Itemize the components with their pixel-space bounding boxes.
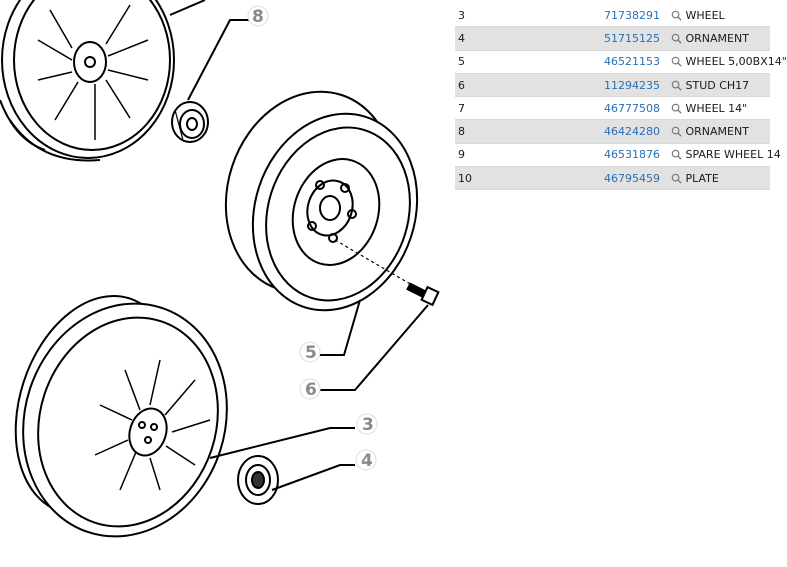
position-cell: 3 <box>455 4 604 28</box>
magnifier-icon[interactable] <box>671 33 682 44</box>
svg-text:8: 8 <box>252 7 264 27</box>
part-code-cell: 71738291 <box>604 4 670 28</box>
part-name: ORNAMENT <box>685 31 749 45</box>
position-cell: 4 <box>455 26 604 51</box>
part-code-link[interactable]: 46424280 <box>604 125 660 139</box>
callout-8[interactable]: 8 <box>247 5 269 27</box>
part-code-cell: 51715125 <box>604 26 670 51</box>
svg-text:3: 3 <box>362 415 374 435</box>
part-code-link[interactable]: 46531876 <box>604 148 660 162</box>
part-code-cell: 46531876 <box>604 143 670 168</box>
part-name: PLATE <box>685 171 719 185</box>
part-code-link[interactable]: 11294235 <box>604 78 660 92</box>
alloy-wheel-3-drawing <box>14 294 355 538</box>
part-code-cell: 46424280 <box>604 119 670 144</box>
position-cell: 8 <box>455 119 604 144</box>
exploded-parts-diagram: 8 5 6 3 4 <box>0 0 440 538</box>
magnifier-icon[interactable] <box>671 10 682 21</box>
part-code-cell: 46795459 <box>604 166 670 191</box>
magnifier-icon[interactable] <box>671 126 682 137</box>
position-cell: 5 <box>455 50 604 74</box>
svg-text:4: 4 <box>361 451 373 471</box>
part-code-link[interactable]: 71738291 <box>604 8 660 22</box>
part-name-cell: ORNAMENT <box>670 119 770 144</box>
part-name-cell: ORNAMENT <box>670 26 770 51</box>
hub-ornament-4-drawing <box>237 455 355 505</box>
part-code-cell: 46777508 <box>604 96 670 121</box>
callout-6[interactable]: 6 <box>299 378 321 400</box>
part-code-cell: 46521153 <box>604 50 670 74</box>
part-code-link[interactable]: 51715125 <box>604 31 660 45</box>
part-name: ORNAMENT <box>685 125 749 139</box>
stud-6-drawing <box>318 282 440 391</box>
part-name-cell: STUD CH17 <box>670 73 770 98</box>
part-name: STUD CH17 <box>685 78 750 92</box>
part-name-cell: WHEEL 14" <box>670 96 770 121</box>
part-code-link[interactable]: 46795459 <box>604 171 660 185</box>
steel-wheel-5-drawing <box>224 90 419 356</box>
magnifier-icon[interactable] <box>671 80 682 91</box>
position-cell: 9 <box>455 143 604 168</box>
part-name-cell: SPARE WHEEL 14 <box>670 143 781 168</box>
magnifier-icon[interactable] <box>671 149 682 160</box>
part-name-cell: PLATE <box>670 166 770 191</box>
callout-4[interactable]: 4 <box>355 449 377 471</box>
part-code-link[interactable]: 46777508 <box>604 101 660 115</box>
svg-text:5: 5 <box>305 343 317 363</box>
magnifier-icon[interactable] <box>671 173 682 184</box>
part-name: WHEEL 14" <box>685 101 748 115</box>
callout-5[interactable]: 5 <box>299 341 321 363</box>
position-cell: 7 <box>455 96 604 121</box>
position-cell: 10 <box>455 166 604 191</box>
magnifier-icon[interactable] <box>671 56 682 67</box>
part-name-cell: WHEEL <box>670 4 770 28</box>
part-name: SPARE WHEEL 14 <box>685 148 781 162</box>
part-name-cell: WHEEL 5,00BX14" <box>670 50 787 74</box>
part-name: WHEEL 5,00BX14" <box>685 55 787 69</box>
wheel-top-left-drawing <box>0 0 206 162</box>
callout-3[interactable]: 3 <box>356 413 378 435</box>
part-code-cell: 11294235 <box>604 73 670 98</box>
svg-text:6: 6 <box>305 380 317 400</box>
part-name: WHEEL <box>685 8 725 22</box>
magnifier-icon[interactable] <box>671 103 682 114</box>
part-code-link[interactable]: 46521153 <box>604 55 660 69</box>
ornament-cap-8-drawing <box>171 101 209 143</box>
position-cell: 6 <box>455 73 604 98</box>
